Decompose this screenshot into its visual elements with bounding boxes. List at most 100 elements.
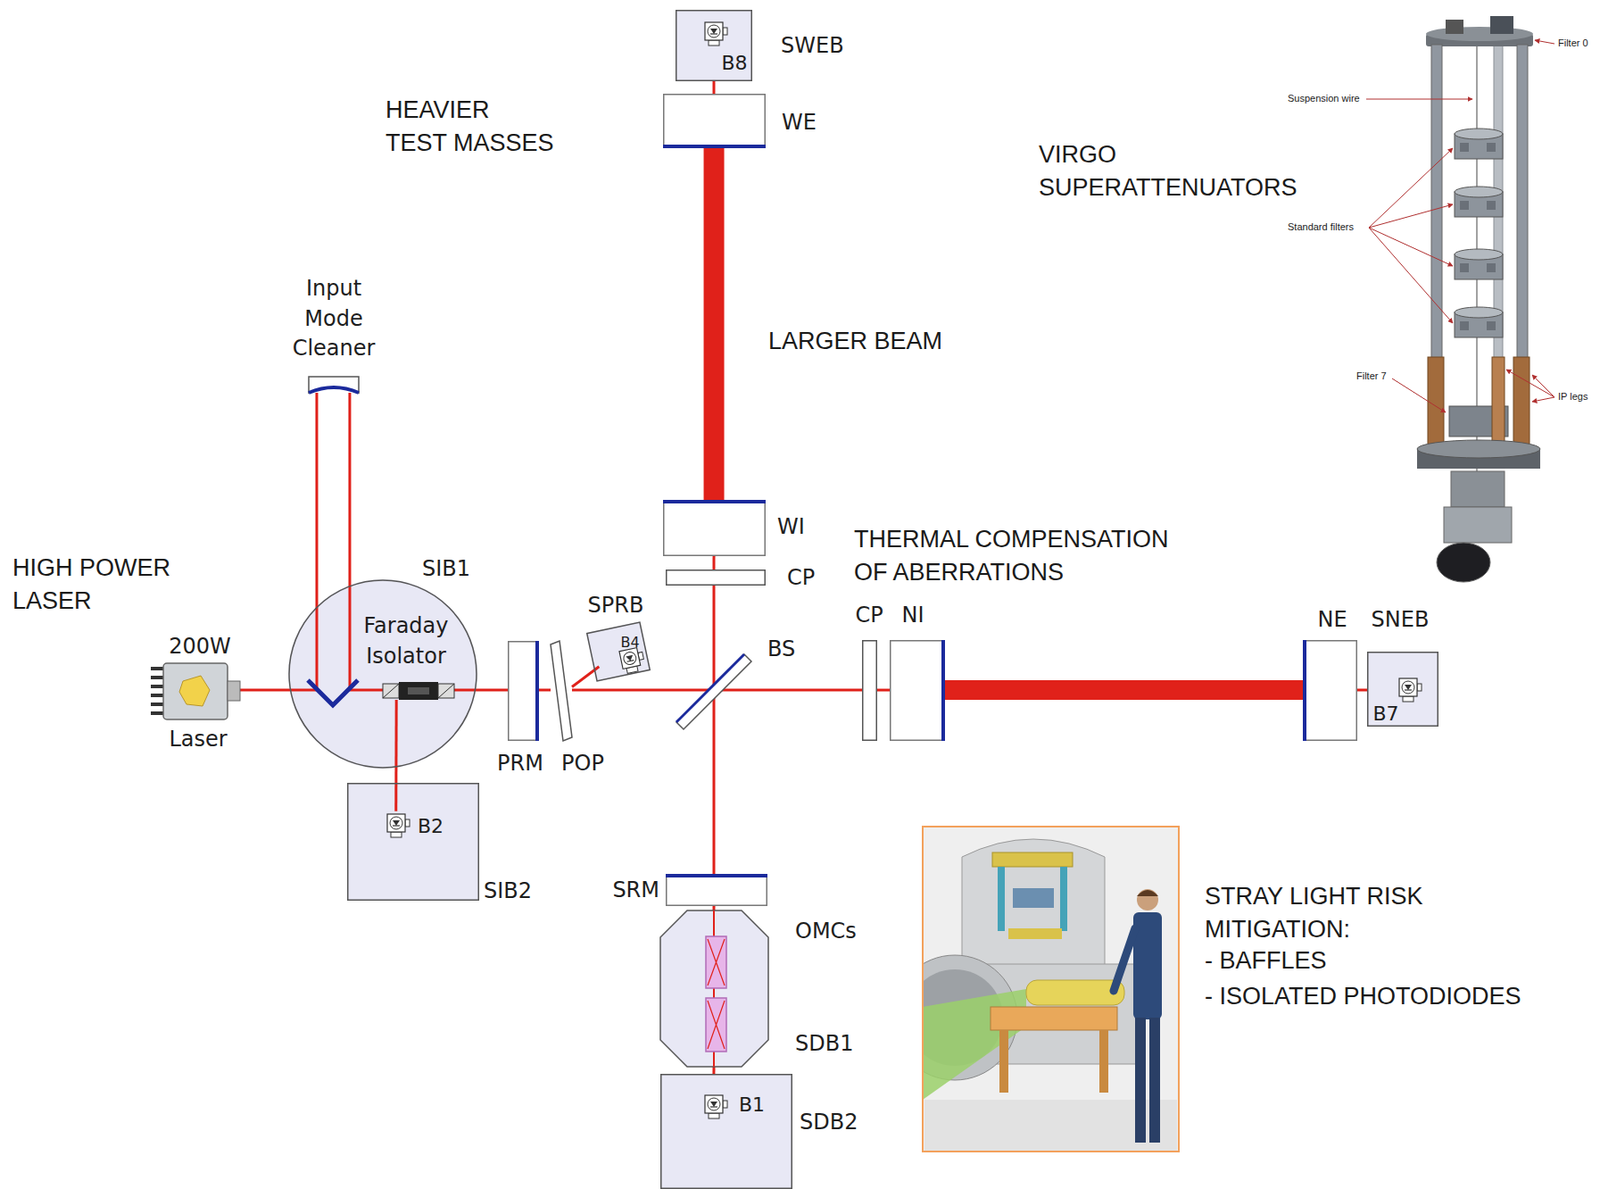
diode-bar (627, 660, 635, 663)
node-label: SDB1 (795, 1030, 854, 1057)
node-label: B4 (620, 633, 639, 651)
node-label: SIB1 (422, 555, 471, 582)
diode-triangle (625, 654, 634, 663)
node-label: Input Mode Cleaner (284, 273, 383, 365)
tower-illustration (923, 988, 1027, 1100)
node-label: SRM (612, 877, 660, 904)
part-callout: IP legs (1558, 390, 1588, 403)
bench-grounds (586, 621, 651, 682)
node-label: B7 (1372, 702, 1399, 726)
part-callout: Filter 0 (1558, 37, 1589, 50)
photodiode-body (704, 1094, 723, 1113)
photodiode-symbol (1399, 678, 1422, 702)
node-outline (660, 910, 769, 1067)
bench-box (587, 621, 651, 681)
compensation-plate (666, 570, 766, 586)
photodiode-mount (722, 27, 728, 35)
node-outline (663, 93, 766, 149)
mirror-coating (663, 499, 766, 504)
node-outline (288, 579, 478, 769)
optic-node: SIB1Faraday Isolator (288, 579, 478, 769)
node-outline (862, 639, 878, 741)
bench-grounds (347, 782, 480, 901)
mode-cleaner-cavity (705, 936, 727, 988)
superattenuator-illustration (1436, 542, 1491, 582)
photodiode-mount (405, 819, 410, 827)
laser-nose (227, 680, 241, 701)
superattenuator-illustration (1454, 248, 1503, 280)
annotation-heading: THERMAL COMPENSATION OF ABERRATIONS (853, 522, 1192, 589)
photodiode-mount (390, 831, 402, 838)
photodiode-ring (707, 1097, 721, 1111)
heatsink-fin (150, 684, 164, 689)
leader-lines (1366, 99, 1473, 100)
optic-node: OMCsSDB1 (660, 910, 769, 1067)
tower-illustration (923, 838, 1178, 1151)
node-outline (665, 569, 766, 586)
photodiode-symbol (704, 22, 728, 46)
laser-beam (454, 688, 508, 691)
laser-beam (712, 689, 716, 874)
bench-circle (289, 580, 477, 768)
node-label: SPRB (588, 592, 645, 619)
tower-illustration (1136, 889, 1159, 896)
mirror-body (666, 874, 768, 906)
diode-triangle (392, 820, 400, 826)
optic-node: WE (663, 93, 766, 149)
superattenuator-illustration (1443, 506, 1512, 543)
diode-triangle (710, 28, 718, 34)
node-label: WI (777, 513, 805, 540)
optic-node: BS (676, 654, 752, 730)
tower-illustration (961, 838, 1105, 970)
photodiode-ring (389, 816, 403, 830)
tower-illustration (999, 1029, 1009, 1093)
mirror-coating (535, 640, 539, 741)
mirror-body (1303, 640, 1358, 741)
tower-illustration (990, 1006, 1118, 1030)
heatsink-fin (150, 666, 164, 671)
folding-mirror (307, 679, 358, 705)
laser-beam (712, 1066, 715, 1074)
photodiode-mount (1402, 696, 1414, 702)
mirror-body (508, 641, 539, 741)
superattenuator-illustration (1450, 471, 1505, 507)
mirror-coating (663, 144, 766, 149)
photodiode-symbol (387, 813, 410, 838)
bench-grounds (288, 579, 651, 901)
leader-lines (1368, 204, 1453, 228)
annotation-heading: - BAFFLES (1204, 945, 1327, 975)
bench-box (661, 1074, 793, 1189)
tower-illustration (892, 826, 1179, 1152)
faraday-rotator (398, 681, 439, 700)
optic-node: POP (550, 640, 573, 741)
node-outline (663, 499, 766, 556)
photodiode-ring (707, 24, 721, 38)
bench-box (676, 10, 753, 82)
superattenuator-illustration (1417, 16, 1541, 582)
heatsink-fin (150, 702, 164, 706)
tower-illustration (992, 852, 1073, 867)
polarizer-face (438, 683, 455, 698)
node-outline (507, 640, 539, 741)
laser-beam (712, 585, 715, 690)
laser-beam (240, 392, 317, 690)
laser-crystal (179, 675, 210, 706)
optic-node: CP (665, 569, 766, 586)
splitter-coating (676, 654, 745, 722)
leader-lines (1368, 148, 1453, 228)
superattenuator-illustration (1431, 44, 1443, 359)
superattenuator-illustration (1454, 186, 1503, 217)
superattenuator-illustration (1490, 16, 1514, 34)
node-outline (665, 873, 768, 906)
part-callout: Filter 7 (1356, 370, 1387, 382)
tower-illustration (1149, 1017, 1161, 1143)
superattenuator-illustration (1454, 306, 1503, 338)
mirror-body (663, 500, 766, 556)
node-outline (308, 376, 359, 393)
mirror-coating (941, 639, 946, 741)
optic-node: 200WLaser (150, 663, 241, 720)
node-outline (676, 654, 752, 730)
node-label: B1 (738, 1093, 765, 1117)
optic-node: SPRBB4 (590, 626, 647, 677)
